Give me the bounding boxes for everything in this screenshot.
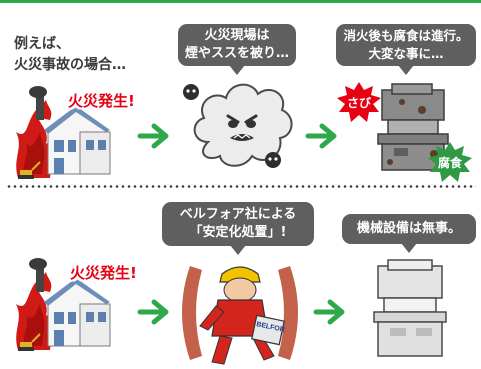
chimney-smoke <box>36 90 44 120</box>
corrosion-badge-burst <box>428 142 472 182</box>
arrow-right-icon <box>137 123 169 149</box>
bubble-belfor-line-1: ベルフォア社による <box>179 207 297 222</box>
house-icon <box>44 278 111 347</box>
section-divider <box>6 185 476 188</box>
excavator-icon <box>18 161 41 179</box>
speech-bubble-smoke: 火災現場は 煙やススを被り… <box>178 24 296 75</box>
excavator-icon <box>18 333 41 351</box>
fire-occurred-label: 火災発生! <box>68 92 135 110</box>
intro-line-1: 例えば、 <box>14 36 70 52</box>
arrow-right-icon <box>313 299 345 325</box>
house-icon <box>44 106 111 175</box>
top-accent-bar <box>0 0 481 3</box>
intro-text: 例えば、 火災事故の場合… <box>14 34 126 76</box>
clean-machine-illustration <box>373 259 447 357</box>
bubble-smoke-line-2: 煙やススを被り… <box>184 46 289 61</box>
soot-ball-icon <box>183 84 199 100</box>
speech-bubble-belfor: ベルフォア社による 「安定化処置」! <box>162 202 314 255</box>
speech-bubble-safe: 機械設備は無事。 <box>342 214 476 253</box>
rust-badge-label: さび <box>346 95 371 110</box>
smoke-cloud-character-illustration <box>193 83 293 167</box>
belfor-worker-illustration <box>182 266 298 365</box>
fire-occurred-label: 火災発生! <box>70 264 137 282</box>
chimney-smoke <box>36 262 44 292</box>
soot-ball-icon <box>265 152 281 168</box>
corrosion-badge-label: 腐食 <box>437 155 462 170</box>
motion-arc-right <box>278 266 298 360</box>
intro-line-2: 火災事故の場合… <box>14 57 126 73</box>
bubble-smoke-line-1: 火災現場は <box>204 28 270 43</box>
motion-arc-left <box>182 266 202 360</box>
bubble-belfor-line-2: 「安定化処置」! <box>189 225 287 240</box>
bubble-safe-line-1: 機械設備は無事。 <box>356 221 461 236</box>
rust-badge-burst <box>337 82 381 122</box>
arrow-right-icon <box>305 123 337 149</box>
bubble-corrosion-line-1: 消火後も腐食は進行。 <box>343 28 469 43</box>
bubble-corrosion-line-2: 大変な事に… <box>368 46 444 61</box>
speech-bubble-corrosion: 消火後も腐食は進行。 大変な事に… <box>336 24 476 75</box>
arrow-right-icon <box>137 299 169 325</box>
burning-house-illustration <box>16 86 111 179</box>
corroded-machine-illustration <box>377 83 449 171</box>
burning-house-illustration <box>16 258 111 351</box>
